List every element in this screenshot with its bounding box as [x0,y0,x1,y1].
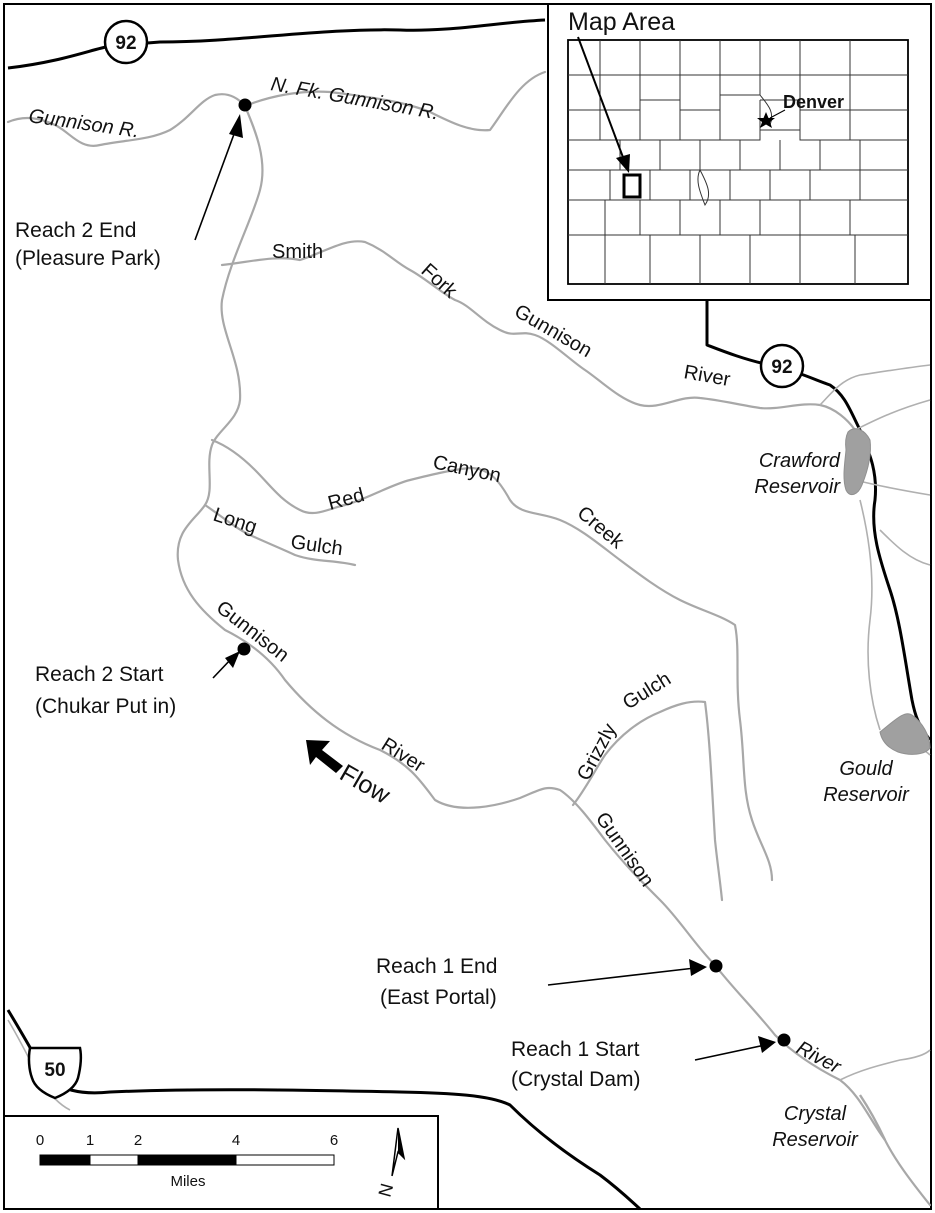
us-50-shield: 50 [27,1046,83,1100]
map-area-arrowhead [616,154,630,173]
gunnison-river-west [6,93,247,147]
scale-unit: Miles [170,1173,205,1190]
tributary-east-1 [854,399,931,431]
inset-map: Map Area Denver [547,3,932,301]
label-reach2-end: Reach 2 End [15,219,136,242]
denver-star-icon [757,112,775,128]
us-50-number: 50 [44,1060,65,1081]
gunnison-river-main [176,104,932,1207]
scale-seg-2 [89,1154,139,1166]
highway-92-top-shield: 92 [103,19,149,65]
tributary-east-6 [819,364,931,406]
flow-arrow-icon [306,740,343,773]
long-gulch [203,503,357,567]
gould-reservoir [879,713,931,755]
reach1-start-arrowhead [758,1036,776,1053]
reach2-start-point [237,642,251,656]
label-crawford-2: Reservoir [754,476,841,498]
reach1-end-arrow [547,967,696,986]
label-reach1-end-sub: (East Portal) [380,986,497,1009]
scale-bar-box: 0 1 2 4 6 Miles N [3,1115,439,1210]
reach1-end-arrowhead [689,959,707,976]
reach1-start-point [777,1033,791,1047]
label-reach1-start-sub: (Crystal Dam) [511,1068,641,1091]
scale-tick-0: 0 [36,1132,44,1149]
label-reach1-end: Reach 1 End [376,955,497,978]
colorado-outline [567,39,909,285]
reach1-start-arrow [694,1044,766,1061]
north-arrow-icon [391,1127,406,1177]
crawford-reservoir [843,428,871,496]
highway-92-right-number: 92 [771,357,792,378]
label-reach2-start-sub: (Chukar Put in) [35,695,176,718]
label-reach2-start: Reach 2 Start [35,663,164,686]
label-crystal-2: Reservoir [772,1129,859,1151]
label-crystal-1: Crystal [784,1103,847,1125]
scale-seg-4 [235,1154,335,1166]
inset-city: Denver [783,92,844,112]
scale-tick-1: 1 [86,1132,94,1149]
reach2-start-arrowhead [225,651,240,668]
crystal-reservoir-shape [859,1094,887,1141]
tributary-east-3 [859,499,881,731]
label-reach1-start: Reach 1 Start [511,1038,640,1061]
grizzly-gulch [571,700,724,902]
north-fork-gunnison-river [243,70,547,132]
tributary-east-4 [879,529,931,566]
highway-92-right-shield: 92 [759,343,805,389]
label-gould-1: Gould [839,758,893,780]
highway-92-top-number: 92 [115,33,136,54]
highway-92-top [7,18,546,70]
scale-tick-2: 2 [134,1132,142,1149]
tributary-southeast [839,1049,931,1081]
reach2-end-point [238,98,252,112]
map-area-box [622,173,642,199]
reach2-end-arrowhead [229,114,243,138]
label-gould-2: Reservoir [823,784,910,806]
scale-tick-6: 6 [330,1132,338,1149]
county-lines [568,40,908,284]
reach2-end-arrow [194,125,238,241]
scale-tick-4: 4 [232,1132,240,1149]
scale-seg-1 [39,1154,91,1166]
inset-title: Map Area [568,8,675,36]
label-reach2-end-sub: (Pleasure Park) [15,247,161,270]
scale-seg-3 [137,1154,237,1166]
reach1-end-point [709,959,723,973]
north-label: N [375,1181,398,1199]
label-crawford-1: Crawford [759,450,841,472]
smith-fork-gunnison-river [220,240,857,432]
red-canyon-creek [210,438,774,882]
denver-pointer [769,109,786,119]
map-area-arrow [577,36,625,161]
label-smith: Smith [272,241,323,263]
